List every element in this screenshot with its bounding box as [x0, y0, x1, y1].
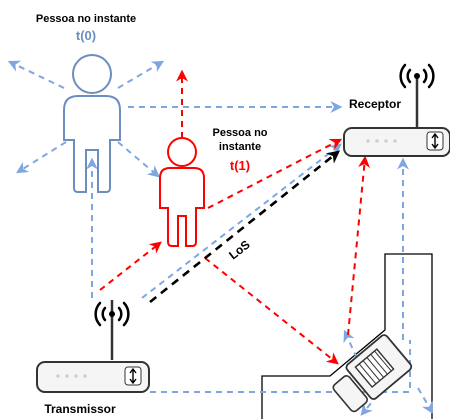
red-paths [99, 69, 371, 365]
person-t1-time-label: t(1) [230, 158, 250, 173]
person-t0-head [72, 54, 112, 94]
red-person-to-receiver [207, 138, 343, 209]
red-person-to-wall [204, 257, 339, 365]
receiver-device [343, 63, 450, 157]
person-t0 [63, 54, 121, 193]
wall-outline [261, 253, 433, 419]
blue-ray-down-left [15, 141, 67, 174]
red-wall-to-receiver [347, 155, 371, 336]
person-t0-caption: Pessoa no instante [36, 13, 136, 25]
transmitter-device [36, 300, 150, 393]
transmitter-body [36, 361, 150, 393]
transmitter-wifi-icon [94, 301, 130, 327]
blue-tx-to-receiver [141, 143, 342, 299]
person-t0-body [63, 95, 121, 193]
receiver-leds [366, 139, 397, 143]
blue-ray-up-right [117, 60, 165, 89]
transmitter-label: Transmissor [44, 402, 116, 416]
receiver-label: Receptor [349, 97, 401, 111]
red-tx-to-person [99, 241, 162, 291]
los-label: LoS [226, 237, 252, 262]
blue-scatter-right [417, 387, 434, 415]
receiver-wifi-icon [399, 63, 435, 89]
reflector-device [332, 334, 413, 413]
los-line [149, 150, 341, 304]
receiver-body [343, 127, 450, 157]
person-t1-body [159, 167, 205, 247]
person-t1-head [167, 137, 197, 167]
person-t0-time-label: t(0) [76, 28, 96, 43]
person-t1-caption-line2: instante [219, 141, 261, 153]
blue-scatter-left [343, 329, 367, 379]
transmitter-leds [56, 374, 87, 378]
person-t1-caption-line1: Pessoa no [212, 127, 267, 139]
person-t1 [159, 137, 205, 247]
blue-ray-down-right [117, 141, 160, 178]
blue-ray-up-left [7, 60, 65, 89]
